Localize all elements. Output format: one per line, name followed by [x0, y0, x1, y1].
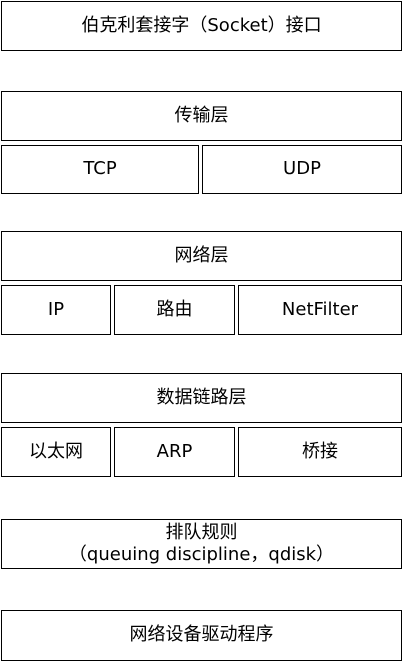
ethernet-box: 以太网 — [1, 427, 111, 477]
device-driver-box: 网络设备驱动程序 — [1, 610, 402, 661]
routing-box: 路由 — [114, 285, 235, 335]
network-layer-box: 网络层 — [1, 231, 402, 281]
datalink-layer-box: 数据链路层 — [1, 373, 402, 423]
socket-interface-box: 伯克利套接字（Socket）接口 — [1, 1, 402, 51]
ip-box: IP — [1, 285, 111, 335]
tcp-box: TCP — [1, 145, 199, 194]
transport-layer-box: 传输层 — [1, 91, 402, 141]
queue-subtitle: （queuing discipline，qdisk） — [68, 544, 335, 565]
udp-box: UDP — [202, 145, 402, 194]
netfilter-box: NetFilter — [238, 285, 402, 335]
arp-box: ARP — [114, 427, 235, 477]
bridge-box: 桥接 — [238, 427, 402, 477]
queue-discipline-box: 排队规则 （queuing discipline，qdisk） — [1, 519, 402, 569]
queue-title: 排队规则 — [165, 521, 238, 543]
